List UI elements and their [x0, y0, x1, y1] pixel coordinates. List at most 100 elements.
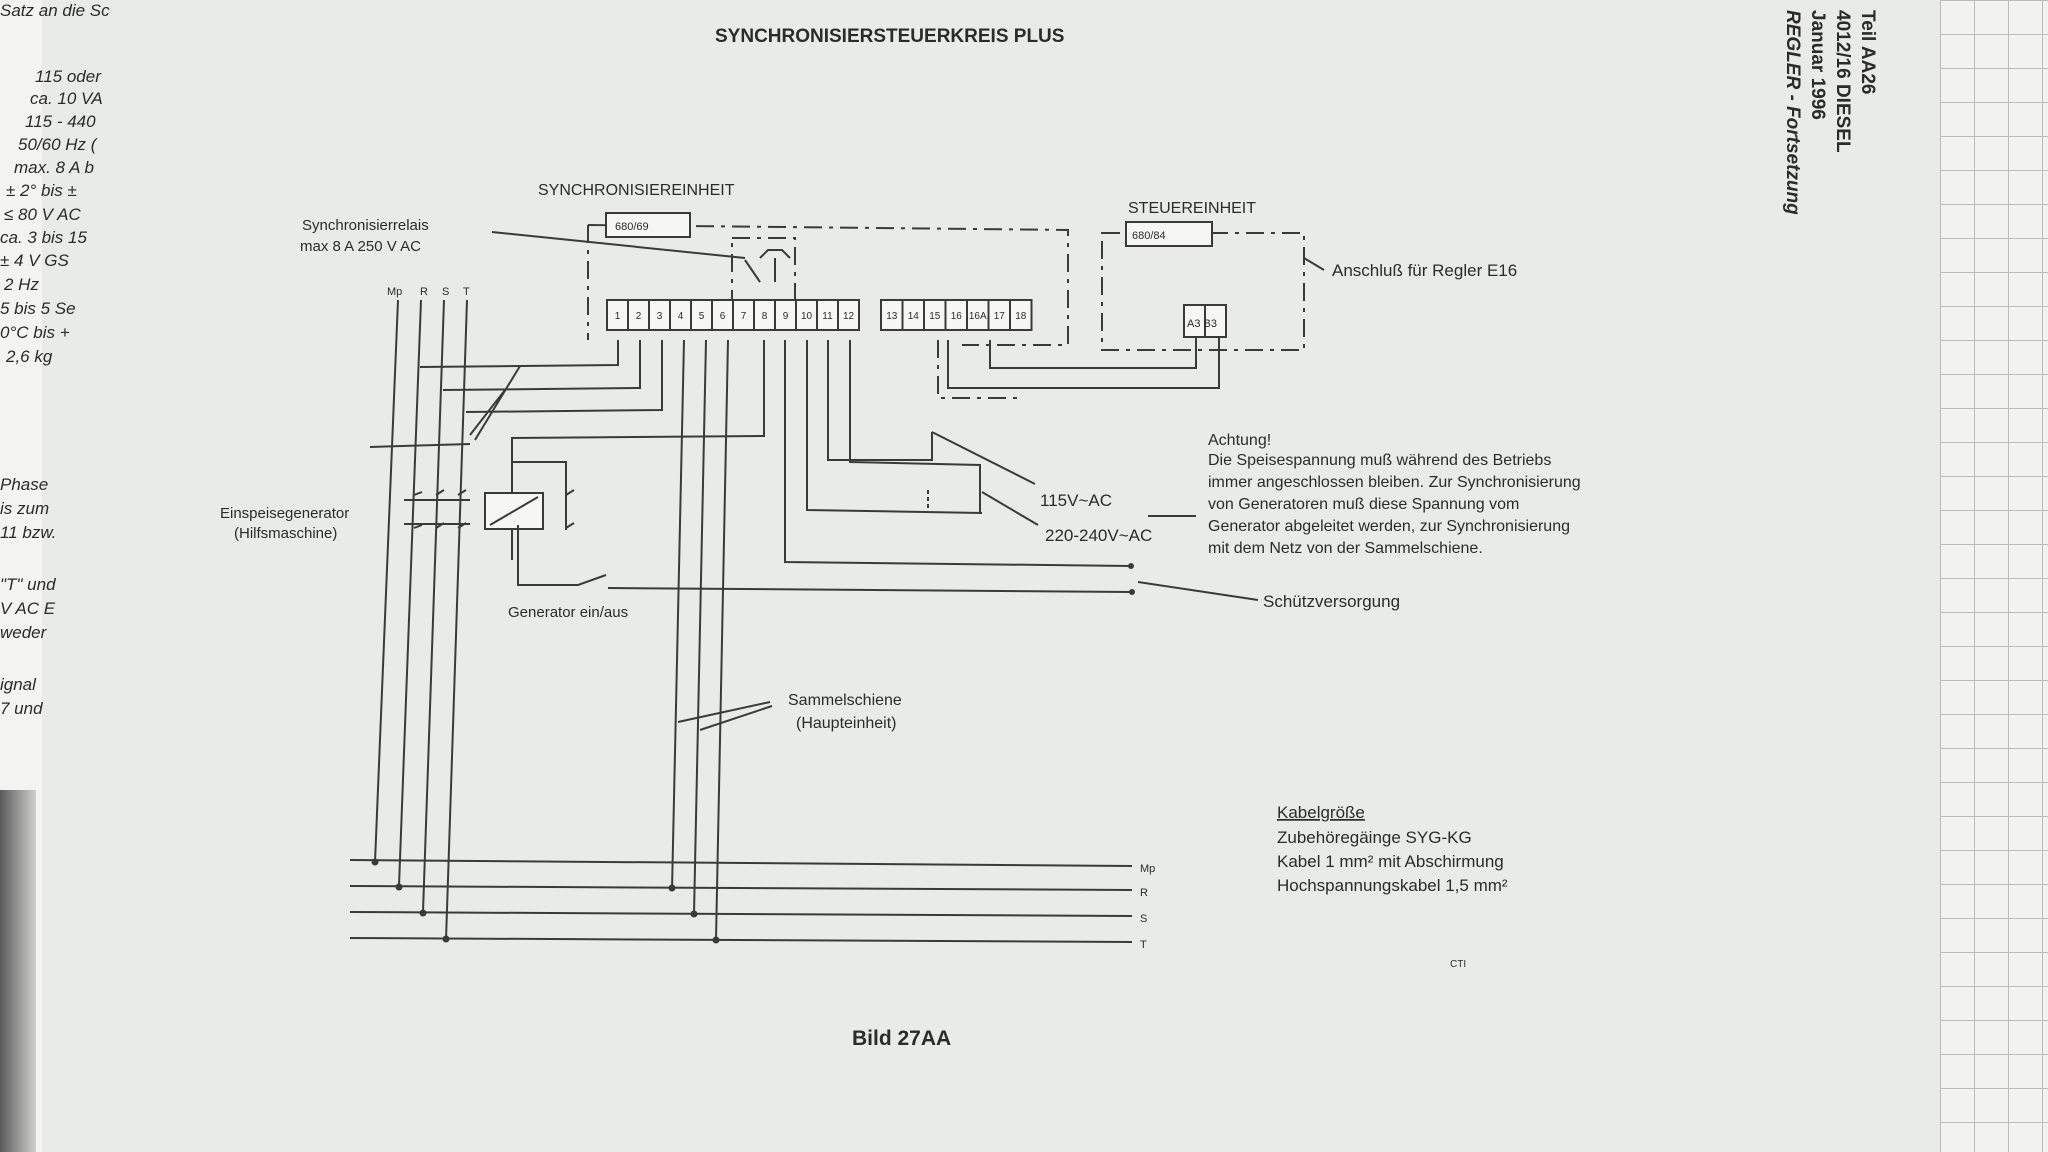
margin-text-15: is zum — [0, 499, 49, 518]
relay-contact — [744, 249, 791, 283]
terminal-label: 5 — [699, 311, 705, 322]
sync-unit-outline — [587, 224, 1069, 346]
left-margin-text: Satz an die Sc 115 oder ca. 10 VA 115 - … — [0, 1, 110, 718]
busbar-s — [349, 911, 1133, 917]
terminal-label: 13 — [886, 311, 898, 322]
sync-part-label: 680/69 — [615, 221, 649, 233]
busbar-end-mp: Mp — [1140, 863, 1155, 875]
busbar-mp — [349, 859, 1133, 867]
contactor-bars — [404, 499, 470, 525]
page-binding-shadow — [0, 790, 36, 1152]
diagram-title: SYNCHRONISIERSTEUERKREIS PLUS — [715, 26, 1064, 47]
margin-text-5: max. 8 A b — [14, 158, 94, 177]
margin-text-13: 2,6 kg — [5, 347, 53, 366]
busbar-end-s: S — [1140, 913, 1147, 925]
margin-text-16: 11 bzw. — [0, 523, 56, 542]
feed-generator-label-2: (Hilfsmaschine) — [234, 525, 337, 542]
busbar-end-r: R — [1140, 887, 1148, 899]
dashed-link — [937, 340, 1018, 399]
margin-text-21: 7 und — [0, 699, 43, 718]
grid-paper-background — [1940, 0, 2048, 1152]
sync-part-box — [605, 212, 691, 238]
terminal-label: 16A — [969, 311, 987, 322]
cable-line-2: Kabel 1 mm² mit Abschirmung — [1277, 852, 1504, 871]
margin-text-17: "T" und — [0, 575, 56, 594]
control-wire-a3 — [989, 337, 1197, 369]
margin-text-19: weder — [0, 623, 48, 642]
terminal-label: 1 — [615, 311, 621, 322]
warning-heading: Achtung! — [1208, 432, 1271, 449]
margin-text-10: 2 Hz — [3, 275, 39, 294]
margin-text-14: Phase — [0, 475, 48, 494]
phase-top-s: S — [442, 286, 449, 298]
terminal-label: 8 — [762, 311, 768, 322]
warning-line-1: Die Speisespannung muß während des Betri… — [1208, 452, 1551, 469]
header-line-4: REGLER - Fortsetzung — [1782, 10, 1803, 215]
terminal-label: 6 — [720, 311, 726, 322]
tap-wire-3 — [465, 340, 663, 413]
terminal-label: 10 — [801, 311, 813, 322]
regler-leader — [1303, 257, 1325, 271]
margin-text-1: 115 oder — [35, 67, 102, 86]
supply-wire-2 — [849, 340, 981, 512]
small-code: CTI — [1450, 959, 1466, 970]
warning-note: Achtung! Die Speisespannung muß während … — [1208, 432, 1581, 557]
tap-wire-2 — [442, 340, 641, 391]
relay-box — [731, 237, 796, 301]
phase-wire-r — [398, 299, 422, 887]
terminal-dot-1 — [1128, 563, 1134, 569]
control-wire-b3 — [947, 337, 1220, 389]
terminal-label: 15 — [929, 311, 941, 322]
tap-wire-1 — [419, 340, 619, 368]
margin-text-12: 0°C bis + — [0, 323, 70, 342]
coil-slash — [489, 496, 539, 526]
terminal-label: 11 — [822, 311, 833, 322]
control-unit-label: STEUEREINHEIT — [1128, 200, 1256, 217]
contactor-leader — [1137, 581, 1259, 601]
terminal-label: 9 — [783, 311, 789, 322]
terminal-dot-2 — [1129, 589, 1135, 595]
phase-wire-s — [422, 299, 445, 913]
tap-pointer — [469, 365, 521, 441]
cable-line-1: Zubehöregäinge SYG-KG — [1277, 828, 1472, 847]
control-part-label: 680/84 — [1132, 230, 1166, 242]
feed-generator-label-1: Einspeisegenerator — [220, 505, 349, 522]
margin-text-0: Satz an die Sc — [0, 1, 110, 20]
sync-unit-label: SYNCHRONISIEREINHEIT — [538, 182, 735, 199]
sync-relay-label-2: max 8 A 250 V AC — [300, 238, 421, 255]
warning-line-4: Generator abgeleitet werden, zur Synchro… — [1208, 518, 1570, 535]
margin-text-20: ignal — [0, 675, 37, 694]
terminal-12 — [837, 299, 860, 331]
busbar-r — [349, 885, 1133, 891]
terminal-label: 3 — [657, 311, 663, 322]
a3b3-label: A3 B3 — [1187, 318, 1217, 330]
terminal-label: 2 — [636, 311, 642, 322]
cable-line-3: Hochspannungskabel 1,5 mm² — [1277, 876, 1508, 895]
terminal-label: 7 — [741, 311, 747, 322]
terminal-18 — [1009, 299, 1033, 331]
sync-relay-label-1: Synchronisierrelais — [302, 217, 429, 234]
margin-text-7: ≤ 80 V AC — [4, 205, 81, 224]
margin-text-11: 5 bis 5 Se — [0, 299, 76, 318]
coil-wire-top — [512, 461, 567, 530]
terminal-label: 12 — [843, 311, 855, 322]
margin-text-8: ca. 3 bis 15 — [0, 228, 87, 247]
warning-line-5: mit dem Netz von der Sammelschiene. — [1208, 540, 1483, 557]
contact-marks-2 — [413, 522, 575, 529]
busbar-pointer — [677, 701, 773, 731]
busbar-wire-r — [671, 339, 685, 891]
warning-line-2: immer angeschlossen bleiben. Zur Synchro… — [1208, 474, 1581, 491]
margin-text-9: ± 4 V GS — [0, 251, 70, 270]
figure-caption: Bild 27AA — [852, 1027, 951, 1050]
supply-wire-3 — [806, 340, 983, 514]
control-unit-outline — [1101, 232, 1305, 351]
header-right: Teil AA26 4012/16 DIESEL Januar 1996 REG… — [1782, 10, 1878, 215]
phase-top-r: R — [420, 286, 428, 298]
feed-line — [369, 443, 471, 448]
busbar-wire-t — [715, 339, 729, 941]
margin-text-3: 115 - 440 — [25, 112, 96, 131]
